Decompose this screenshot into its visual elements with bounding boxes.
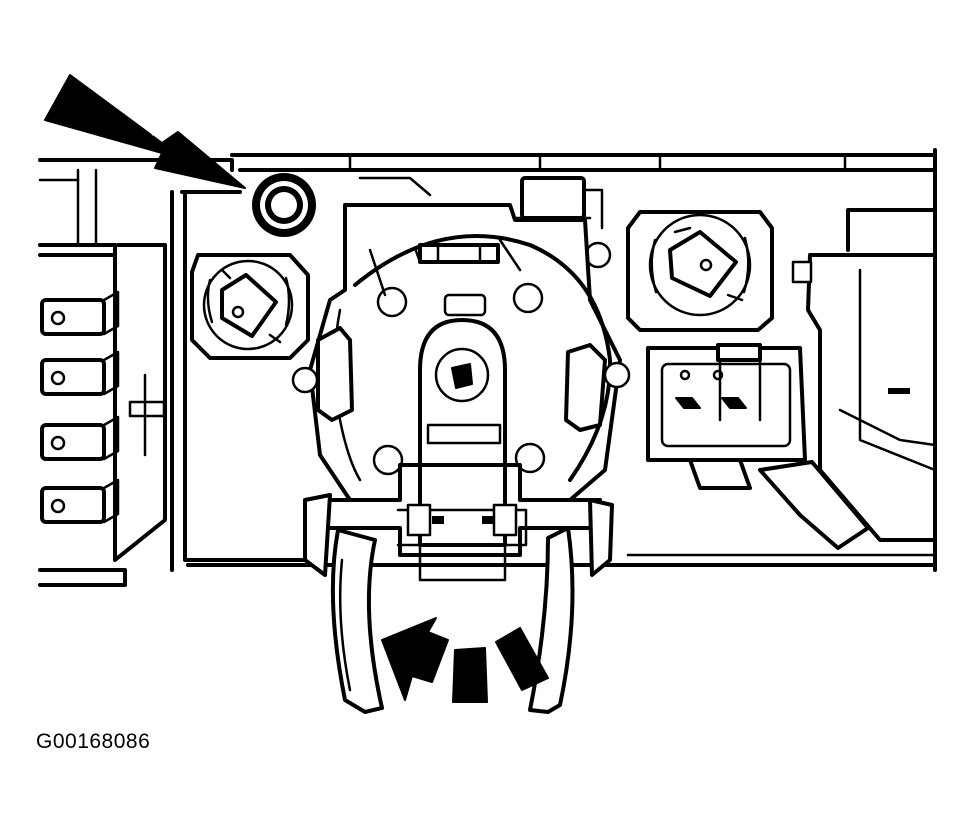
left-terminal-block: [38, 168, 167, 587]
terminal-2: [40, 350, 120, 396]
terminal-1: [40, 290, 120, 336]
terminal-4: [40, 478, 120, 524]
terminal-3: [40, 415, 120, 461]
right-housing-component: [758, 208, 937, 550]
pull-arrows-icon: [381, 617, 549, 703]
right-lamp-socket: [626, 210, 774, 332]
blower-switch: [291, 203, 631, 502]
switch-plug: [303, 463, 614, 582]
figure-id-label: G00168086: [36, 730, 151, 753]
top-connector: [513, 176, 612, 269]
mounting-nut: [252, 173, 316, 237]
wiring-connector: [646, 343, 807, 490]
pointer-arrow-icon: [44, 74, 246, 189]
left-lamp-socket: [190, 253, 310, 360]
side-clip: [128, 373, 166, 457]
